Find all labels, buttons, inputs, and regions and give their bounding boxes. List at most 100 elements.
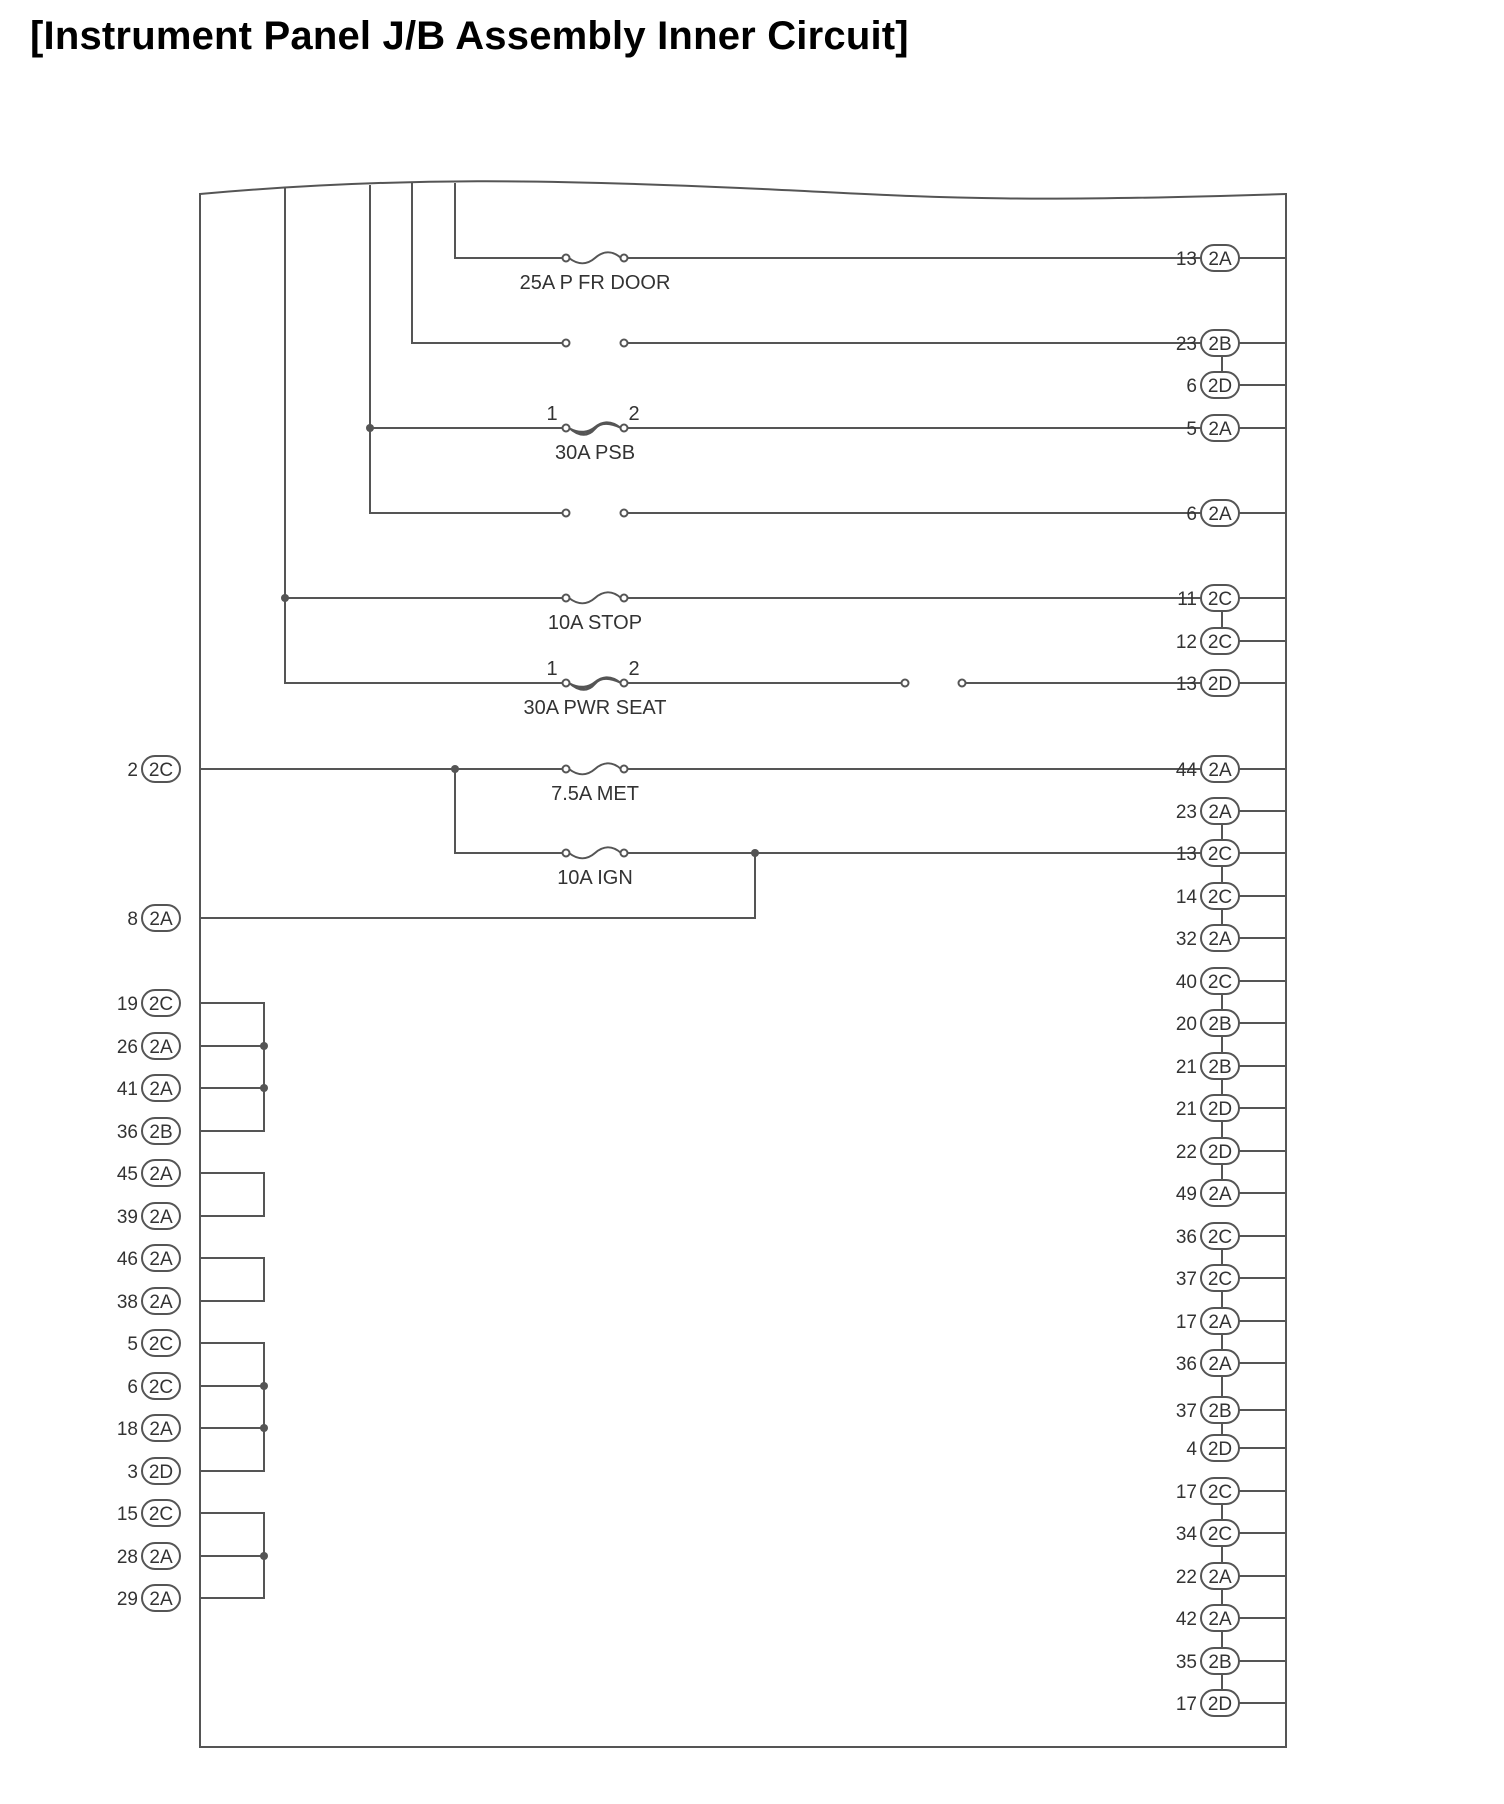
connector-code: 2A [149, 1292, 173, 1313]
connector-badge [1200, 1434, 1240, 1462]
pin-number: 37 [1176, 1269, 1197, 1290]
connector-code: 2A [149, 909, 173, 930]
terminal-right: 2B 37 [1176, 1396, 1240, 1424]
junction-dot [260, 1424, 268, 1432]
pin-number: 17 [1176, 1312, 1197, 1333]
fuse-f-met: 7.5A MET [551, 762, 639, 805]
connector-badge [1200, 584, 1240, 612]
wiring [199, 183, 1287, 1748]
pin-number: 3 [127, 1462, 138, 1483]
fuse-terminal [561, 764, 571, 774]
pin-number: 13 [1176, 844, 1197, 865]
connector-code: 2B [1208, 1652, 1231, 1673]
pin-number: 14 [1176, 887, 1198, 908]
pin-number: 36 [117, 1122, 138, 1143]
pin-number: 15 [117, 1504, 138, 1525]
pin-number: 42 [1176, 1609, 1197, 1630]
connector-badge [141, 904, 181, 932]
shorting-bar [1221, 980, 1286, 1194]
connector-code: 2B [1208, 1401, 1231, 1422]
connector-code: 2C [1208, 1269, 1232, 1290]
connector-badge [1200, 627, 1240, 655]
connector-badge [1200, 1519, 1240, 1547]
pin-number: 37 [1176, 1401, 1197, 1422]
junction-dot [260, 1084, 268, 1092]
connector-code: 2C [1208, 887, 1232, 908]
terminal-right: 2C 12 [1176, 627, 1240, 655]
fuse-pin-label: 1 [546, 658, 557, 680]
pin-number: 38 [117, 1292, 138, 1313]
pin-number: 44 [1176, 760, 1198, 781]
fuse-terminal [561, 678, 571, 688]
fuse-terminal [561, 338, 571, 348]
shorting-bar [200, 1172, 265, 1217]
outline-top-edge [199, 180, 1287, 200]
fuse-element [568, 762, 622, 776]
connector-code: 2B [1208, 334, 1231, 355]
connector-badge [141, 1202, 181, 1230]
pin-number: 26 [117, 1037, 138, 1058]
connector-code: 2D [1208, 1099, 1232, 1120]
connector-code: 2C [149, 994, 173, 1015]
connector-badge [1200, 1179, 1240, 1207]
fuse-element [568, 846, 622, 860]
connector-badge [141, 1074, 181, 1102]
wire [200, 853, 756, 919]
fuse-terminal [619, 508, 629, 518]
terminal-left: 2D3 [127, 1457, 181, 1485]
connector-code: 2A [1208, 249, 1232, 270]
connector-badge [1200, 1222, 1240, 1250]
connector-badge [1200, 1477, 1240, 1505]
connector-badge [141, 1414, 181, 1442]
connector-badge [1200, 499, 1240, 527]
fuse-terminal [561, 423, 571, 433]
fuse-terminal [561, 253, 571, 263]
connector-code: 2A [1208, 760, 1232, 781]
fuse-terminal [619, 338, 629, 348]
terminal-left: 2A8 [127, 904, 181, 932]
connector-code: 2D [1208, 1694, 1232, 1715]
connector-badge [141, 1117, 181, 1145]
terminal-right: 2D4 [1186, 1434, 1240, 1462]
connector-code: 2A [149, 1419, 173, 1440]
pin-number: 36 [1176, 1354, 1197, 1375]
connector-badge [1200, 371, 1240, 399]
junction-dot [281, 594, 289, 602]
shorting-bar [200, 1257, 265, 1302]
connector-code: 2A [149, 1037, 173, 1058]
connector-code: 2A [1208, 802, 1232, 823]
connector-badge [1200, 839, 1240, 867]
connector-badge [1200, 924, 1240, 952]
connector-badge [141, 1457, 181, 1485]
terminal-group: 2A132B232D62A52A62C112C122D132A442A232C1… [117, 244, 1240, 1717]
junction-dot [260, 1552, 268, 1560]
pin-number: 32 [1176, 929, 1197, 950]
pin-number: 6 [1186, 376, 1197, 397]
terminal-right: 2A5 [1186, 414, 1240, 442]
pin-number: 17 [1176, 1482, 1197, 1503]
connector-code: 2C [1208, 632, 1232, 653]
connector-badge [141, 1244, 181, 1272]
fuse-element [568, 251, 622, 265]
shorting-bar [200, 1002, 265, 1132]
fuse-terminal [619, 764, 629, 774]
pin-number: 12 [1176, 632, 1197, 653]
junction-dot [260, 1042, 268, 1050]
pin-number: 21 [1176, 1099, 1197, 1120]
connector-badge [1200, 882, 1240, 910]
pin-number: 11 [1177, 589, 1197, 610]
junction-dot [260, 1382, 268, 1390]
fuse-f-pfrdoor: 25A P FR DOOR [520, 251, 670, 294]
connector-badge [141, 1329, 181, 1357]
